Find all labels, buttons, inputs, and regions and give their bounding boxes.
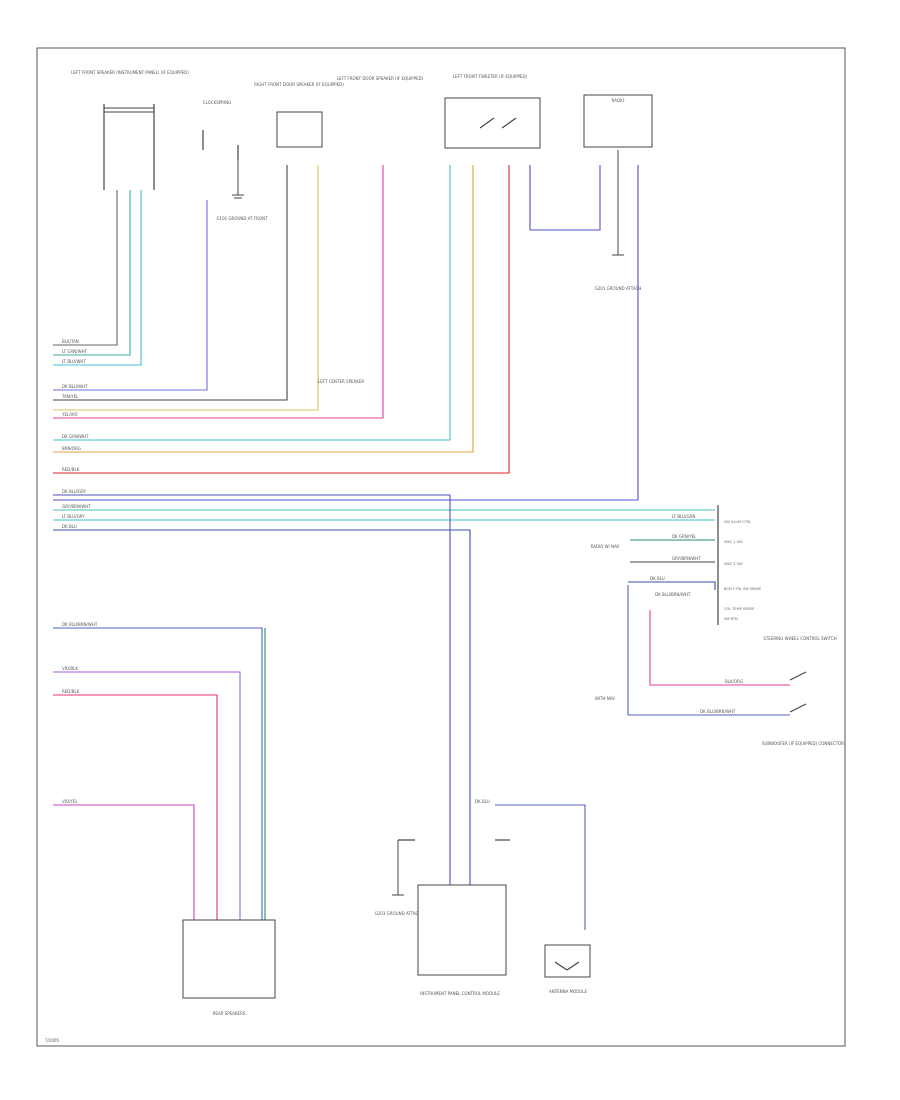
wire-l9 <box>53 165 474 453</box>
wire-label-l16: RED/BLK <box>62 689 80 694</box>
clockspring: CLOCKSPRING <box>202 100 239 160</box>
wire-l12 <box>53 165 639 501</box>
wire-label-l6: YEL/VIO <box>61 412 78 417</box>
wire-l15 <box>53 529 471 885</box>
wire-label-l7: DK GRN/WHT <box>62 434 89 439</box>
radio-note: RADIO W/ NAV <box>591 544 620 549</box>
left-front-speaker: LEFT FRONT SPEAKER (INSTRUMENT PANEL) (I… <box>71 70 189 190</box>
left-front-door-speaker: LEFT FRONT DOOR SPEAKER (IF EQUIPPED) <box>337 76 424 81</box>
wire-label-l11: GRY/BRN/WHT <box>62 504 91 509</box>
wire-label-r2: DK GRN/YEL <box>672 534 697 539</box>
pin-p1: SW ILLUM CTRL <box>724 520 751 524</box>
wire-l1 <box>53 190 118 346</box>
page-code: 7/2005 <box>45 1038 60 1043</box>
wire-l2 <box>53 190 131 356</box>
wire-label-l5: TAN/YEL <box>61 394 79 399</box>
pin-p2: SWC 1 SIG <box>724 540 743 544</box>
ground-right-label: G203 GROUND ATTACH <box>375 911 422 916</box>
rear-speakers-label: REAR SPEAKERS <box>213 1011 246 1016</box>
rear-speakers: REAR SPEAKERS <box>182 919 276 1016</box>
wire-label-l2: LT GRN/WHT <box>62 349 88 354</box>
subwoofer-connector-label: SUBWOOFER (IF EQUIPPED) CONNECTOR <box>762 741 844 746</box>
wire-l10 <box>53 165 510 474</box>
radio-module-label: INSTRUMENT PANEL CONTROL MODULE <box>420 991 500 996</box>
right-front-door-speaker: RIGHT FRONT DOOR SPEAKER (IF EQUIPPED) <box>254 82 344 148</box>
wire-l5 <box>53 165 288 401</box>
pin-p3: SWC 2 SIG <box>724 562 743 566</box>
wire-label-l14: DK BLU/BRN/WHT <box>62 622 98 627</box>
clockspring-label: CLOCKSPRING <box>203 100 231 105</box>
wire-label-l10: DK BLU/GRY <box>62 489 87 494</box>
left-front-door-speaker-label: LEFT FRONT DOOR SPEAKER (IF EQUIPPED) <box>337 76 424 81</box>
pin-p5: COL TEMP SENSE <box>724 607 754 611</box>
diagram-frame <box>36 47 846 1047</box>
wire-l3 <box>53 190 142 366</box>
ground-left-label: G101 GROUND AT FRONT <box>216 216 268 221</box>
wire-l11 <box>529 165 601 231</box>
left-wire-labels: BLK/TAN LT GRN/WHT LT BLU/WHT DK BLU/WHT… <box>61 339 490 804</box>
radio-connector-label: RADIO <box>612 98 625 103</box>
wire-l16 <box>53 494 451 885</box>
pin-p4: BCM CTRL SW SENSE <box>724 587 761 591</box>
radio-module: INSTRUMENT PANEL CONTROL MODULE <box>398 839 510 996</box>
with-nav-note: WITH NAV <box>595 696 615 701</box>
wire-label-r1: LT BLU/GRN <box>672 514 695 519</box>
left-front-tweeter-label: LEFT FRONT TWEETER (IF EQUIPPED) <box>453 74 528 79</box>
wire-label-l4: DK BLU/WHT <box>62 384 88 389</box>
wire-l17 <box>53 627 263 920</box>
wire-l19 <box>53 671 241 920</box>
wire-label-l12: LT BLU/GRY <box>62 514 85 519</box>
wire-label-l8: BRN/ORG <box>62 446 81 451</box>
wire-l4 <box>53 200 208 391</box>
right-front-door-speaker-label: RIGHT FRONT DOOR SPEAKER (IF EQUIPPED) <box>254 82 344 87</box>
wire-label-l17: VIO/YEL <box>62 799 78 804</box>
steering-switch: STEERING WHEEL CONTROL SWITCH SUBWOOFER … <box>762 636 844 746</box>
steering-control-pins: SW ILLUM CTRL SWC 1 SIG SWC 2 SIG BCM CT… <box>591 505 761 714</box>
ground-mid-label: G201 GROUND ATTACH <box>595 286 642 291</box>
wire-r5 <box>649 610 790 686</box>
wire-l7 <box>53 165 384 419</box>
wire-r4 <box>628 581 716 590</box>
wire-label-l13: DK BLU <box>62 524 77 529</box>
left-front-tweeter: LEFT FRONT TWEETER (IF EQUIPPED) <box>444 74 541 149</box>
wire-label-l9: RED/BLK <box>62 467 80 472</box>
wire-label-r4: DK BLU <box>650 576 665 581</box>
wire-label-r6: BLK/ORG <box>725 679 743 684</box>
ground-symbols: G101 GROUND AT FRONT G201 GROUND ATTACH … <box>216 150 641 916</box>
wires <box>53 165 790 930</box>
antenna-module: ANTENNA MODULE <box>544 944 591 994</box>
wire-r6 <box>627 585 790 716</box>
left-front-speaker-label: LEFT FRONT SPEAKER (INSTRUMENT PANEL) (I… <box>71 70 189 75</box>
wire-l21 <box>53 804 195 920</box>
wire-l6 <box>53 165 319 411</box>
antenna-module-label: ANTENNA MODULE <box>549 989 588 994</box>
wire-l22 <box>495 804 586 930</box>
wire-label-r8: DK BLU/BRN/WHT <box>700 709 736 714</box>
wire-label-l1: BLK/TAN <box>62 339 79 344</box>
splice-note: LEFT CENTER SPEAKER <box>318 379 364 384</box>
wire-label-l18: DK BLU <box>475 799 490 804</box>
pin-p6: SW RTN <box>724 617 738 621</box>
wire-l20 <box>53 694 218 920</box>
wire-label-r5: DK BLU/BRN/WHT <box>655 592 691 597</box>
wire-label-l15: VIO/BLK <box>62 666 78 671</box>
wire-label-r3: GRY/BRN/WHT <box>672 556 701 561</box>
steering-control-label: STEERING WHEEL CONTROL SWITCH <box>763 636 836 641</box>
wire-l8 <box>53 165 451 441</box>
wire-label-l3: LT BLU/WHT <box>62 359 86 364</box>
radio-connector: RADIO <box>583 94 653 148</box>
